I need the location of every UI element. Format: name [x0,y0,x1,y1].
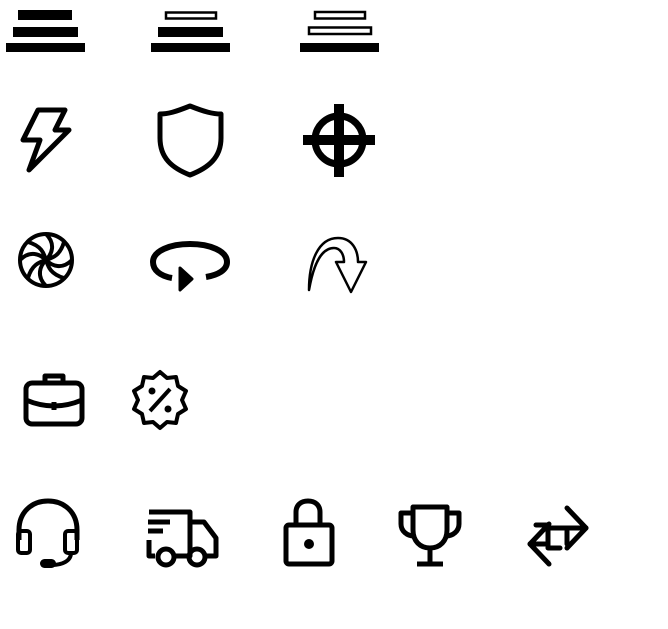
layers-stack-filled-icon [6,10,85,52]
curved-arrow-down-icon [307,236,368,294]
shield-icon [157,103,224,178]
aperture-icon [18,232,74,288]
trophy-icon [398,504,462,567]
layers-stack-outline-icon [300,10,379,52]
headset-icon [16,498,80,568]
briefcase-icon [23,373,85,427]
lightning-bolt-icon [20,107,72,173]
delivery-truck-icon [146,509,219,568]
discount-badge-icon [132,370,188,430]
swap-arrows-icon [527,505,589,567]
lock-icon [283,498,335,567]
rotate-arrow-icon [149,240,231,292]
crosshair-icon [303,104,375,177]
layers-stack-partial-icon [151,11,230,52]
